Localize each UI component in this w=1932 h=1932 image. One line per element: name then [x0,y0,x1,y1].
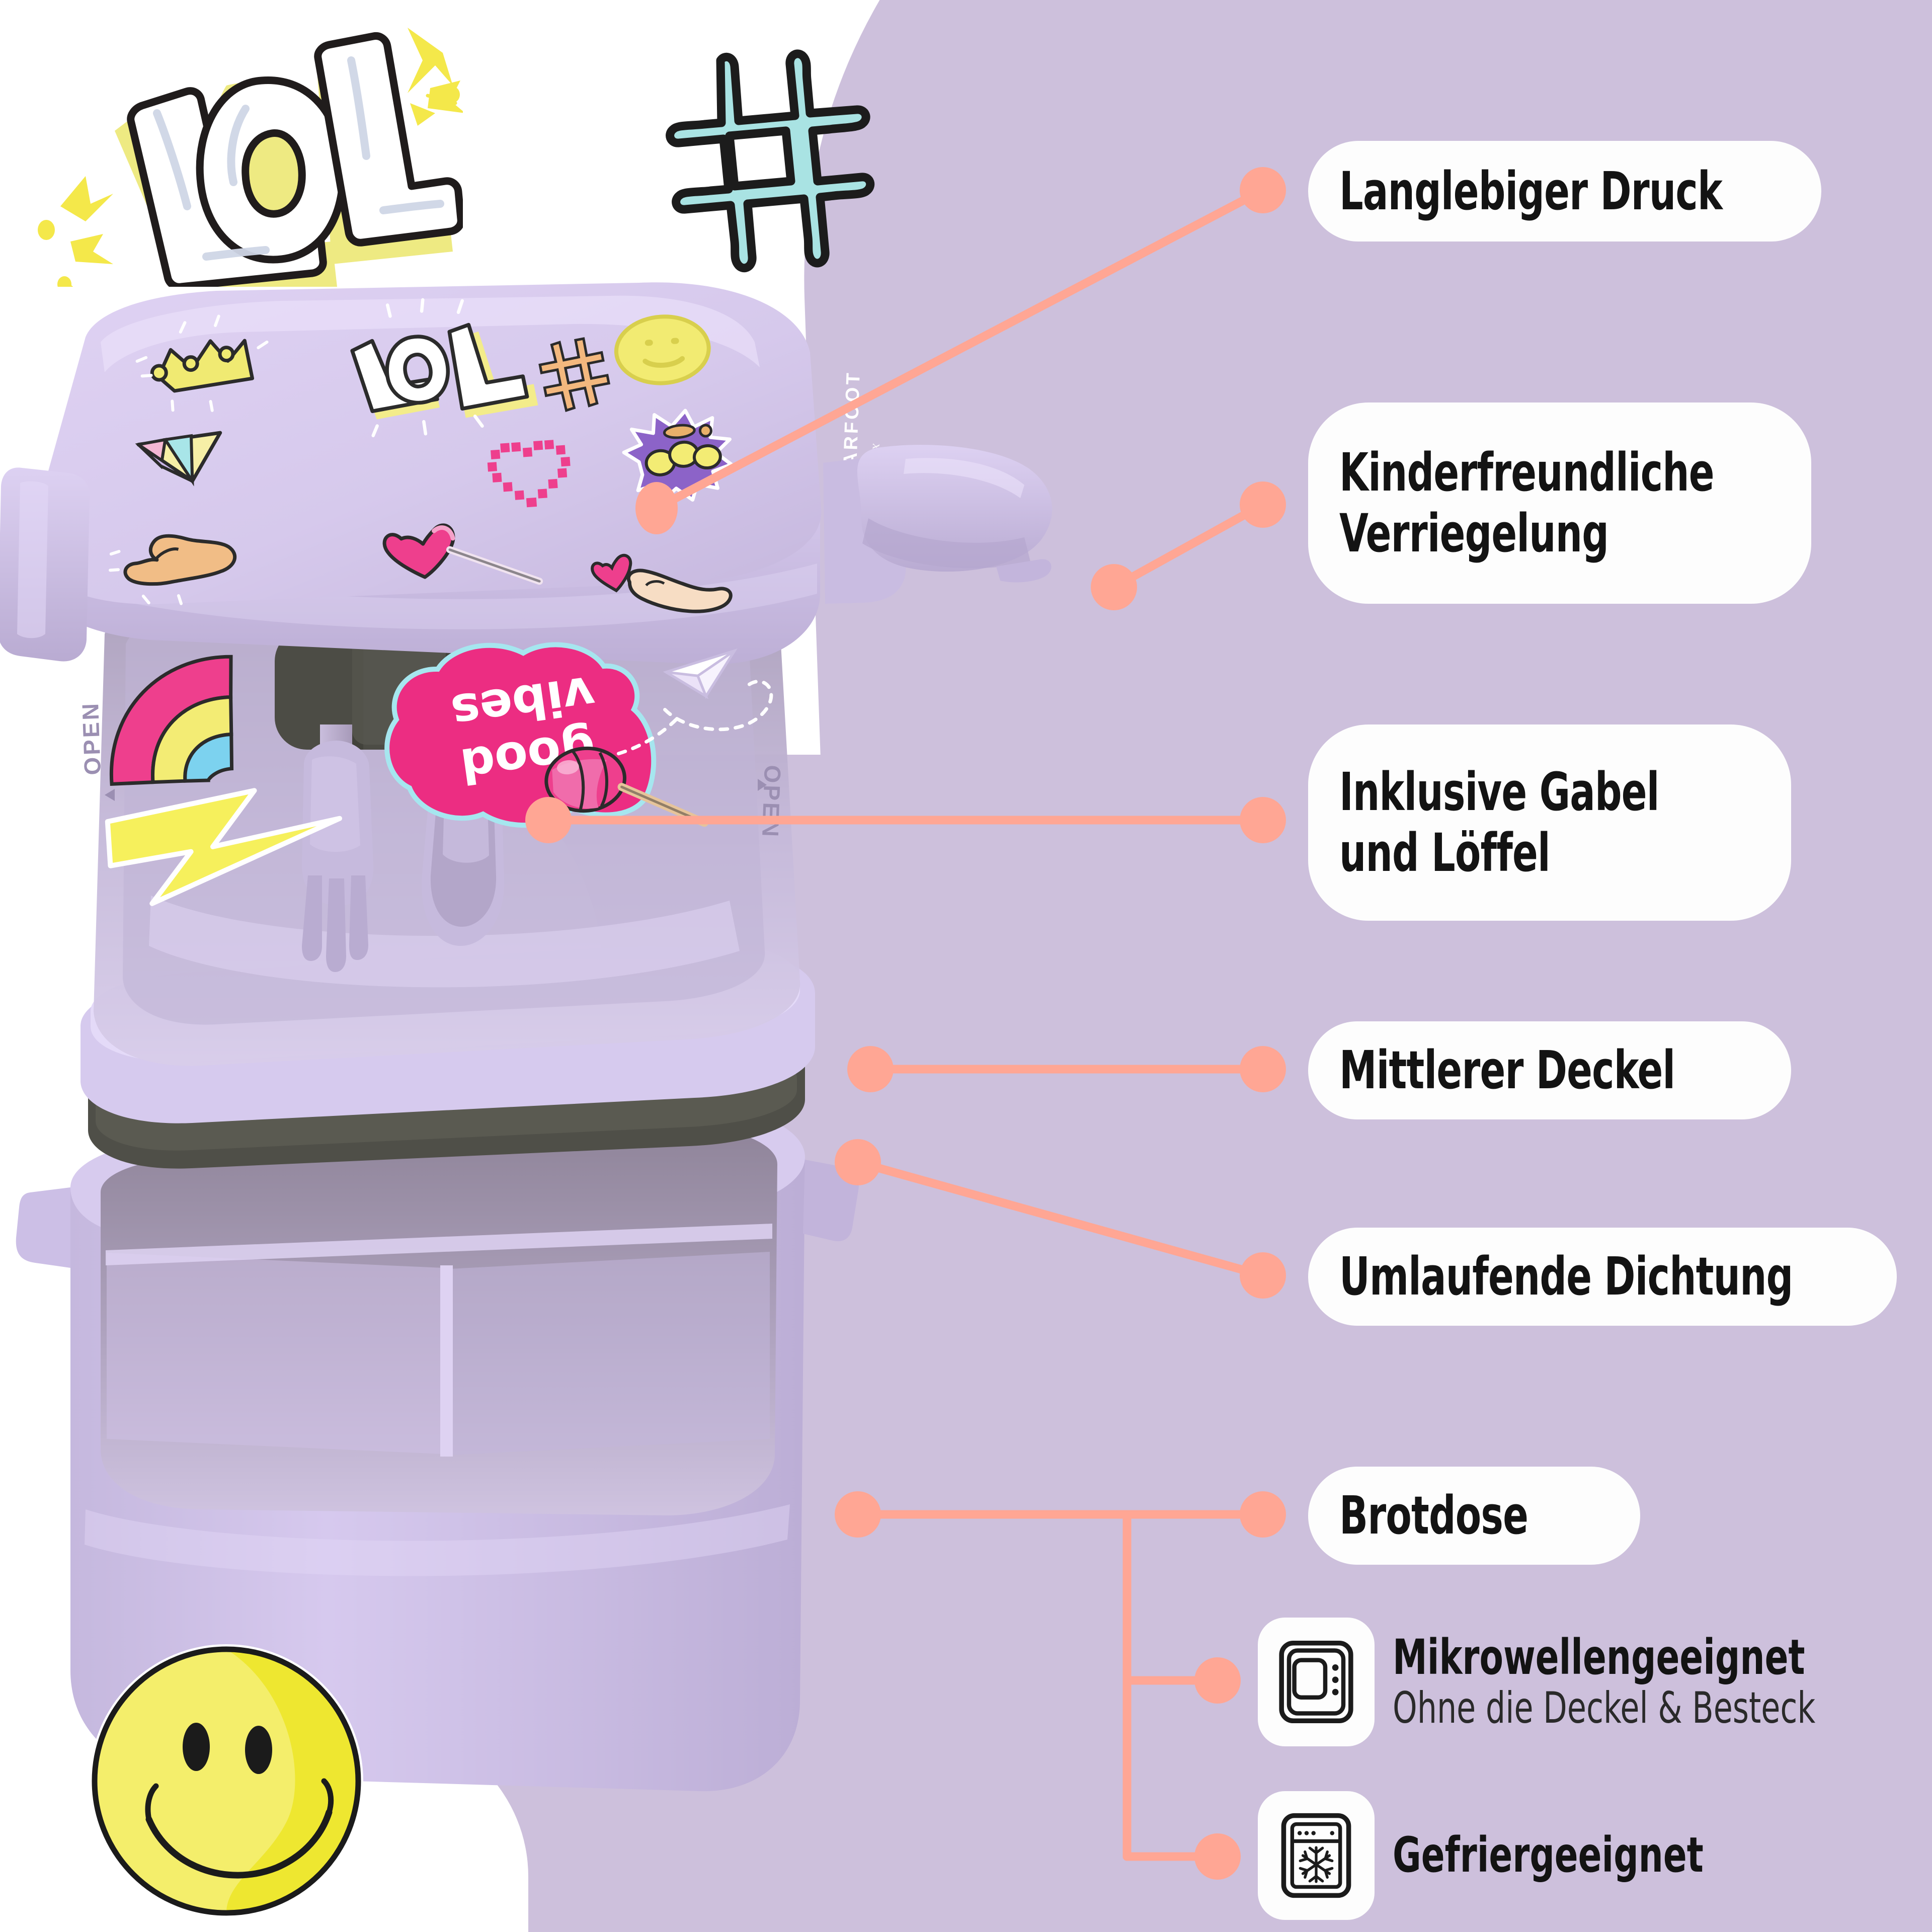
hashtag-icon [629,40,891,292]
diamond-sticker [135,431,222,487]
smiley-face-sticker [75,1630,387,1932]
callout-label-line: und Löffel [1339,822,1551,883]
crown-sticker [135,314,269,412]
callout-kinderfreundliche-verriegelung: Kinderfreundliche Verriegelung [1308,403,1811,604]
callout-umlaufende-dichtung: Umlaufende Dichtung [1308,1228,1897,1326]
callout-label-line: Langlebiger Druck [1339,160,1723,222]
freezer-icon [1281,1813,1351,1898]
callout-label-line: Umlaufende Dichtung [1339,1246,1793,1308]
freezer-icon-frame [1258,1791,1375,1920]
feature-title: Mikrowellengeeignet [1393,1629,1805,1685]
heart-lollipop-sticker [382,523,543,585]
callout-mittlerer-deckel: Mittlerer Deckel [1308,1021,1791,1119]
callout-label-line: Mittlerer Deckel [1339,1039,1675,1101]
callout-brotdose: Brotdose [1308,1467,1640,1565]
peace-hand-sticker [109,534,237,605]
feature-text-block: Mikrowellengeeignet Ohne die Deckel & Be… [1393,1633,1921,1731]
latch-open-right-text: OPEN [757,765,786,839]
callout-label-line: Verriegelung [1339,503,1609,564]
feature-text-block: Gefriergeeignet [1393,1827,1781,1884]
latch-open-left-text: OPEN [77,701,106,775]
lunchbox-product-image: OPEN OPEN IR IN/OU [0,282,1288,1841]
feature-mikrowellengeeignet: Mikrowellengeeignet Ohne die Deckel & Be… [1258,1618,1921,1746]
callout-label-line: Inklusive Gabel [1339,761,1659,823]
hashtag-sticker [538,337,611,412]
callout-label-line: Brotdose [1339,1485,1528,1547]
lightning-bolt-sticker [105,788,343,906]
lol-sticker [350,298,538,437]
callout-langlebiger-druck: Langlebiger Druck [1308,141,1821,242]
microwave-icon [1279,1640,1353,1724]
rainbow-sticker [109,655,234,786]
microwave-icon-frame [1258,1618,1375,1746]
lol-logo [10,5,465,309]
callout-label-line: Kinderfreundliche [1339,442,1715,504]
callout-inklusive-gabel-loeffel: Inklusive Gabel und Löffel [1308,725,1791,921]
latch-right [823,445,1053,604]
pixel-heart-sticker [487,440,571,508]
feature-gefriergeeignet: Gefriergeeignet [1258,1791,1781,1920]
finger-heart-sticker [591,553,733,613]
feature-subtitle: Ohne die Deckel & Besteck [1393,1682,1816,1733]
feature-title: Gefriergeeignet [1393,1827,1704,1884]
